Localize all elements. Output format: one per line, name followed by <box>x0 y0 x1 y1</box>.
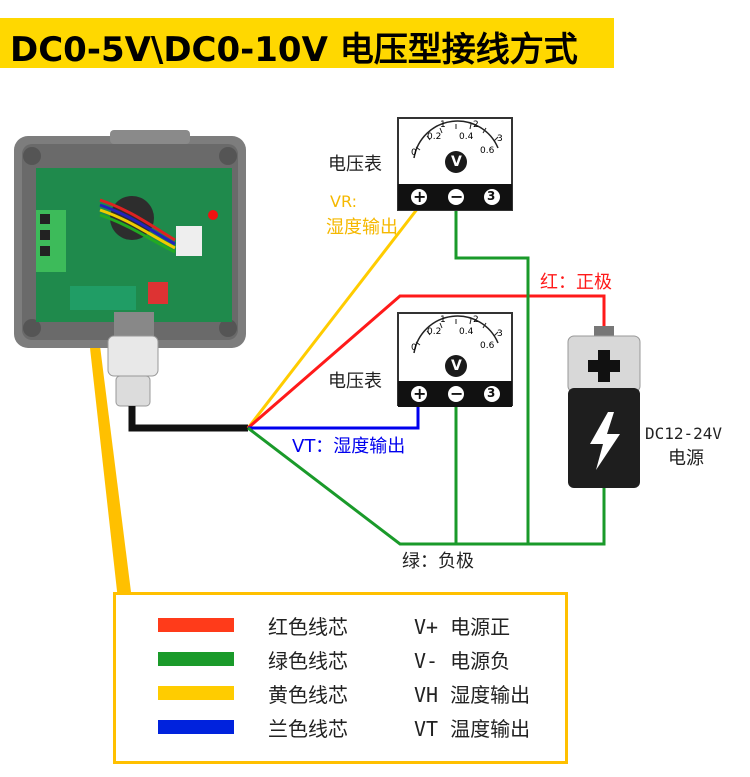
legend-row-blue: 兰色线芯 VT 温度输出 <box>116 713 565 743</box>
voltmeter-top-label: 电压表 <box>328 154 382 175</box>
legend-name: 绿色线芯 <box>268 649 348 673</box>
legend-name: 红色线芯 <box>268 615 348 639</box>
scale-04: 0.4 <box>459 327 474 337</box>
scale-0: 0 <box>411 343 417 353</box>
swatch-yellow <box>158 686 234 700</box>
scale-02: 0.2 <box>427 132 442 142</box>
scale-3: 3 <box>497 134 503 144</box>
vr-desc: 湿度输出 <box>326 217 398 238</box>
legend-row-yellow: 黄色线芯 VH 湿度输出 <box>116 679 565 709</box>
legend-pointer <box>88 330 132 600</box>
legend-row-red: 红色线芯 V+ 电源正 <box>116 611 565 641</box>
dial-v: V <box>451 358 462 374</box>
green-wire-top-meter <box>454 208 530 544</box>
wire-legend: 红色线芯 V+ 电源正 绿色线芯 V- 电源负 黄色线芯 VH 湿度输出 兰色线… <box>113 592 568 764</box>
legend-name: 兰色线芯 <box>268 717 348 741</box>
scale-2: 2 <box>473 315 479 325</box>
yellow-wire <box>246 207 420 429</box>
scale-0: 0 <box>411 148 417 158</box>
terminal-3: 3 <box>487 189 496 203</box>
vr-label: VR: <box>330 192 357 211</box>
voltmeter-mid <box>397 312 513 407</box>
legend-function: VT 温度输出 <box>414 717 531 741</box>
blue-wire <box>248 402 420 430</box>
red-wire <box>247 294 606 430</box>
battery-power-label: 电源 <box>668 448 704 469</box>
swatch-green <box>158 652 234 666</box>
scale-ticks-mid <box>415 318 499 346</box>
swatch-red <box>158 618 234 632</box>
scale-04: 0.4 <box>459 132 474 142</box>
connector <box>176 226 202 256</box>
scale-1: 1 <box>440 315 446 325</box>
green-negative-label: 绿：负极 <box>402 551 474 572</box>
battery-voltage-label: DC12-24V <box>645 424 723 443</box>
sensor-device <box>14 130 246 407</box>
terminal-minus: − <box>450 187 464 206</box>
legend-name: 黄色线芯 <box>268 683 348 707</box>
terminal-plus: + <box>413 187 427 206</box>
battery <box>567 326 641 488</box>
voltmeter-top <box>397 117 513 211</box>
title-banner: DC0-5V\DC0-10V 电压型接线方式 <box>0 18 614 70</box>
green-wire <box>247 426 606 546</box>
cable <box>128 406 248 432</box>
scale-02: 0.2 <box>427 327 442 337</box>
swatch-blue <box>158 720 234 734</box>
cable-gland <box>107 335 159 377</box>
dial-v: V <box>451 154 462 170</box>
scale-3: 3 <box>497 329 503 339</box>
page-title: DC0-5V\DC0-10V 电压型接线方式 <box>10 30 578 70</box>
vt-label: VT：湿度输出 <box>292 436 406 457</box>
terminal-3: 3 <box>487 386 496 400</box>
scale-2: 2 <box>473 120 479 130</box>
legend-function: VH 湿度输出 <box>414 683 531 707</box>
scale-06: 0.6 <box>480 341 495 351</box>
scale-ticks-top <box>415 123 499 151</box>
terminal-plus: + <box>413 384 427 403</box>
lightning-icon <box>590 412 620 470</box>
legend-function: V+ 电源正 <box>414 615 511 639</box>
legend-row-green: 绿色线芯 V- 电源负 <box>116 645 565 675</box>
battery-plus-icon <box>588 350 620 382</box>
legend-function: V- 电源负 <box>414 649 511 673</box>
scale-1: 1 <box>440 120 446 130</box>
voltmeter-mid-label: 电压表 <box>328 371 382 392</box>
scale-06: 0.6 <box>480 146 495 156</box>
terminal-minus: − <box>450 384 464 403</box>
dip-switch <box>148 282 168 304</box>
red-positive-label: 红：正极 <box>540 272 612 293</box>
